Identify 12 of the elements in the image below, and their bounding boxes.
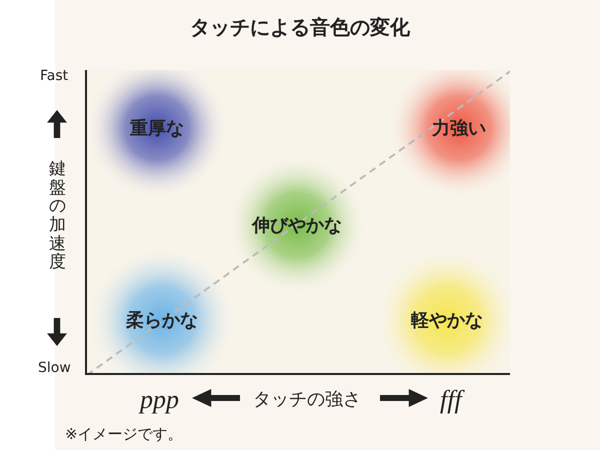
axis-label: タッチの強さ [253, 388, 361, 411]
title: タッチによる音色の変化 [189, 14, 411, 41]
region-label: 柔らかな [126, 309, 198, 332]
axis-label: 鍵盤の加速度 [49, 160, 66, 272]
region-label: 重厚な [130, 117, 184, 140]
label: ※イメージです。 [65, 425, 183, 444]
label: Fast [40, 68, 68, 84]
region-label: 力強い [432, 117, 486, 140]
label: Slow [38, 360, 71, 376]
region-label: 軽やかな [411, 309, 483, 332]
label: ppp [140, 385, 179, 415]
region-label: 伸びやかな [252, 214, 342, 237]
